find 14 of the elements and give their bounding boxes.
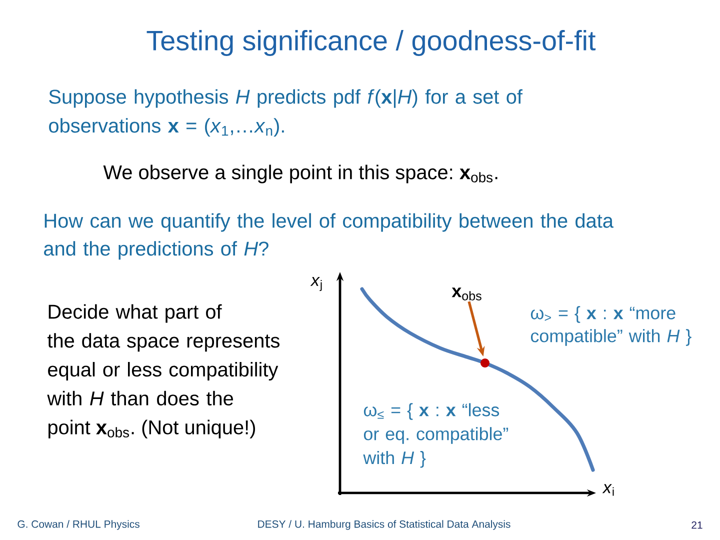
region-label: ω$_{>}$ = { x : x “more compatible” with H } [530,306,692,346]
paragraph: How can we quantify the level of compatibility between the data and the predictions of H? [44,213,614,260]
paragraph: Suppose hypothesis H predicts pdf f(x|H) for a set of observations x = (x$_{1}$,…x$_{n}$). [49,89,522,137]
axis-label: x$_{i}$ [602,484,614,496]
footer-text: DESY / U. Hamburg Basics of Statistical Data Analysis [258,520,510,530]
axis-label: x$_{j}$ [310,276,322,292]
footer-text: G. Cowan / RHUL Physics [18,520,140,530]
paragraph: Decide what part of the data space represents equal or less compatibility with H than does the point x$_{obs}$. (Not unique!) [47,304,280,438]
region-label: ω$_{≤}$ = { x : x “less or eq. compatible” with H } [363,403,508,468]
slide-title: Testing significance / goodness-of-fit [146,30,596,56]
data-point [480,358,490,368]
point-label: x$_{obs}$ [452,288,482,300]
sentence: We observe a single point in this space: x$_{obs}$. [103,164,498,184]
page-number: 21 [692,521,702,529]
